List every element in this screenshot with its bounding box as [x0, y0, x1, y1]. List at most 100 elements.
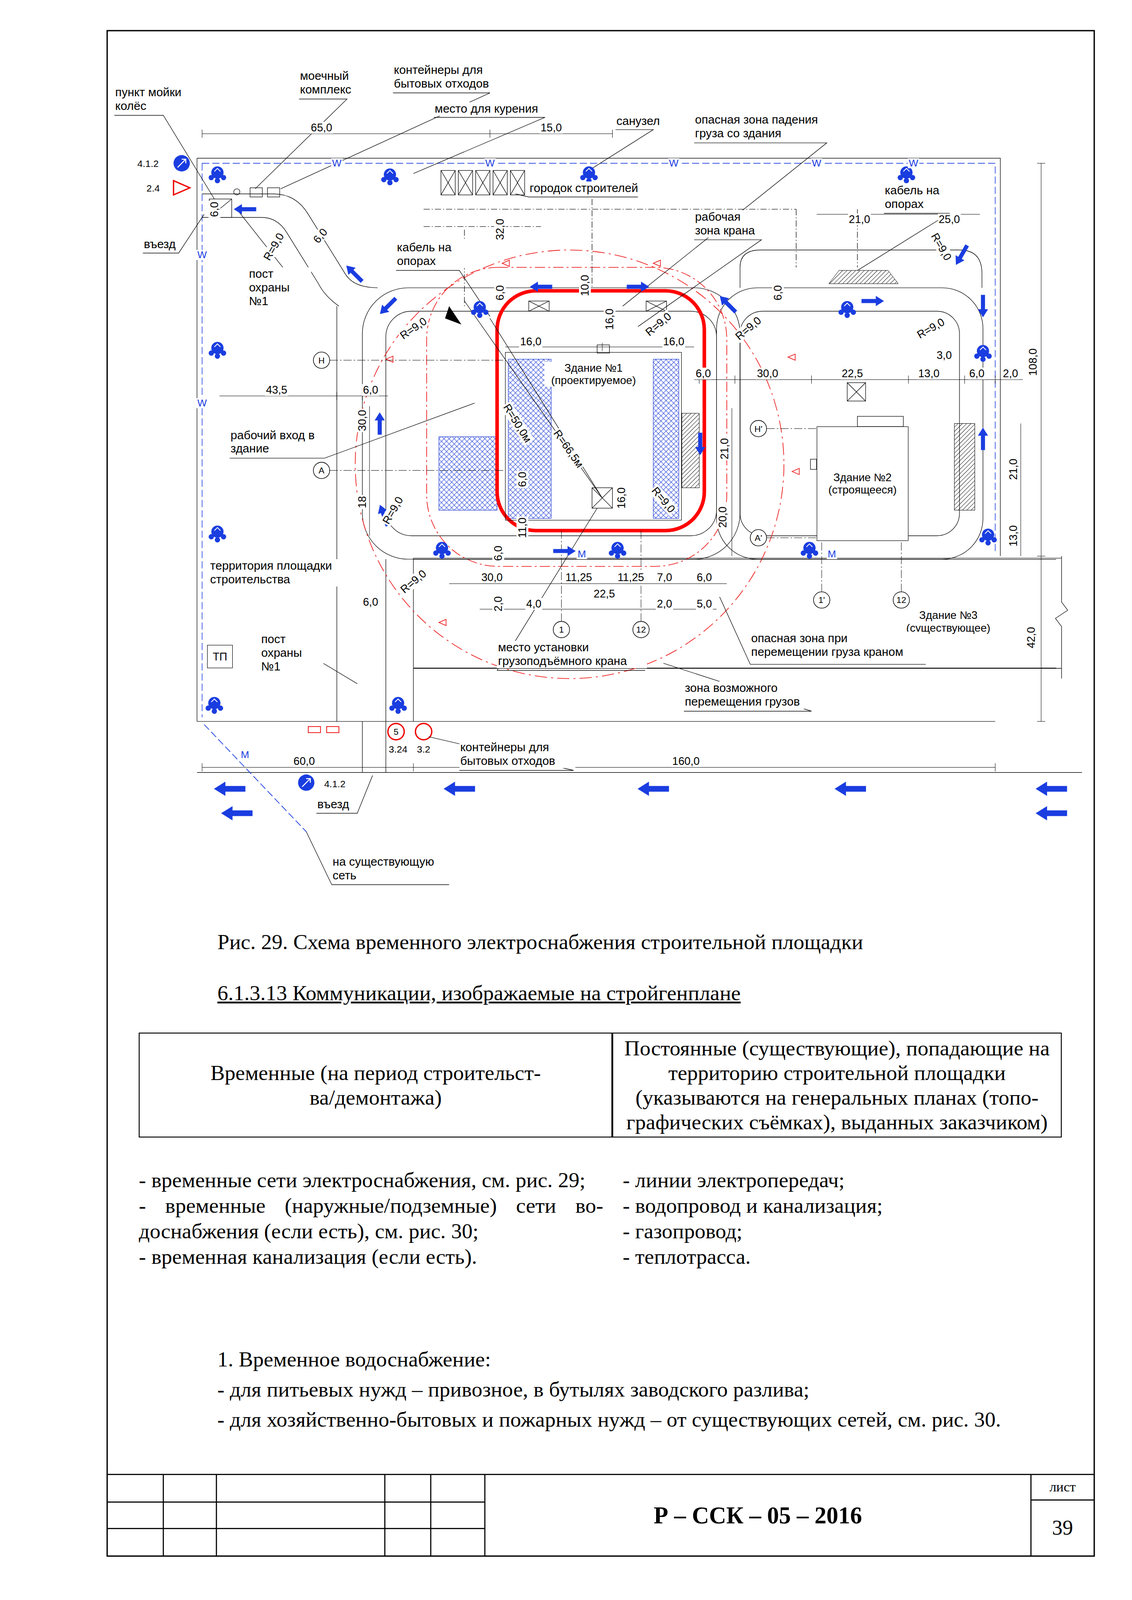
- body-text: - временная канализация (если есть).: [138, 1244, 604, 1270]
- dimension-label: 2,0: [1001, 367, 1019, 380]
- dimension-label: 6,0: [208, 200, 221, 218]
- body-text: - временные (наружные/подземные) сети во…: [138, 1193, 604, 1245]
- text-block: 1. Временное водоснабжение:- для питьевы…: [138, 1345, 1062, 1436]
- dimension-label: 6,0: [361, 596, 379, 609]
- callout-label: контейнеры для бытовых отходов: [392, 63, 510, 91]
- dimension-label: 22,5: [840, 367, 865, 380]
- hatched-areas: [653, 359, 679, 519]
- callout-leaders: [592, 129, 654, 169]
- sheet-number-cell: лист39: [1031, 1475, 1095, 1557]
- sign-code: 3.24: [388, 744, 408, 755]
- hatched-areas: [829, 270, 899, 284]
- temporary-roads: [202, 193, 983, 773]
- traffic-arrow: [529, 281, 553, 293]
- site-objects: [510, 170, 525, 196]
- dimension-lines: [202, 763, 996, 772]
- callout-label: пункт мойки колёс: [114, 85, 199, 114]
- callout-label: рабочая зона крана: [693, 210, 764, 238]
- grid-axes: [632, 621, 650, 638]
- dimension-label: 6,0: [516, 471, 529, 489]
- node-label: Временные (на период строительст- ва/дем…: [197, 1060, 554, 1111]
- site-boundary: [197, 158, 1001, 722]
- dimension-label: 11,25: [616, 571, 645, 584]
- dimension-label: R=9,0: [914, 315, 948, 342]
- floodlight-mast: [974, 344, 992, 362]
- site-objects: [592, 487, 613, 509]
- hatched-areas: [597, 344, 610, 354]
- callout-leaders: [260, 662, 358, 684]
- axis-marker: 12: [896, 595, 907, 605]
- grid-axes: [893, 592, 910, 609]
- callout-label: пост охраны №1: [260, 632, 324, 674]
- axis-marker: А: [318, 466, 325, 475]
- cable-marker-letter: W: [907, 158, 920, 169]
- grid-axes: [813, 592, 830, 609]
- temporary-roads: [740, 250, 982, 288]
- temporary-roads: [202, 217, 340, 307]
- floodlight-mast: [608, 542, 626, 559]
- title-block-code-cell: Р – ССК – 05 – 2016: [485, 1475, 1032, 1557]
- temporary-roads: [202, 193, 378, 288]
- temporary-roads: [716, 287, 983, 560]
- figure-caption: Рис. 29. Схема временного электроснабжен…: [217, 929, 1096, 955]
- temporary-roads: [386, 311, 717, 536]
- callout-leaders: [857, 213, 950, 271]
- site-objects: [646, 301, 667, 312]
- callout-leaders: [663, 663, 812, 712]
- dimension-label: 2,0: [656, 598, 673, 611]
- floodlight-mast: [838, 301, 856, 319]
- site-objects: [209, 170, 904, 734]
- dimension-label: 32,0: [494, 218, 507, 242]
- node-label: Здание №1 (проектируемое): [544, 361, 643, 387]
- sign-code: 4.1.2: [136, 158, 160, 168]
- dimension-label: R=9,0: [380, 493, 407, 527]
- traffic-arrow: [861, 296, 884, 307]
- cable-marker-letter: W: [667, 158, 680, 169]
- callout-label: контейнеры для бытовых отходов: [459, 740, 576, 769]
- text-block: Рис. 29. Схема временного электроснабжен…: [217, 929, 1096, 955]
- body-text: - теплотрасса.: [622, 1244, 1062, 1270]
- road-signs: [302, 778, 311, 788]
- dimension-label: 13,0: [917, 367, 941, 380]
- dimension-label: 30,0: [480, 571, 504, 584]
- node-label: 39: [1031, 1499, 1095, 1557]
- axis-marker: Н: [318, 355, 325, 365]
- dimension-label: R=9,0: [396, 314, 430, 343]
- floodlight-mast: [580, 166, 598, 184]
- cable-marker-letter: W: [331, 158, 343, 169]
- site-objects: [528, 301, 550, 312]
- cable-marker-letter: W: [810, 158, 823, 169]
- temporary-roads: [336, 306, 386, 773]
- dimension-label: R=9,0: [397, 567, 429, 597]
- callout-leaders: [236, 209, 307, 298]
- node-label: лист: [1031, 1475, 1095, 1500]
- dimension-label: 18: [356, 495, 369, 510]
- grid-axes: [387, 723, 405, 741]
- dimension-label: 21,0: [1007, 458, 1020, 482]
- sheet-frame: [107, 30, 1095, 1557]
- sign-code: 4.1.2: [323, 779, 346, 789]
- grid-axes: [750, 529, 767, 547]
- grid-axes: [415, 723, 433, 741]
- callout-label: въезд: [316, 798, 351, 812]
- body-text: 1. Временное водоснабжение:: [138, 1345, 1062, 1374]
- axis-marker: 1: [558, 625, 564, 635]
- traffic-arrow: [716, 292, 740, 316]
- dimension-label: 10,0: [579, 274, 591, 298]
- site-objects: [267, 187, 280, 198]
- dimension-label: 30,0: [756, 367, 780, 380]
- callout-leaders: [280, 93, 491, 189]
- dimension-label: 15,0: [539, 121, 564, 134]
- traffic-arrow: [637, 782, 669, 797]
- callout-label: опасная зона при перемещении груза крано…: [750, 631, 928, 660]
- node-label: Р – ССК – 05 – 2016: [653, 1502, 863, 1530]
- body-text: - временные сети электроснабжения, см. р…: [138, 1167, 604, 1194]
- road-signs: [297, 774, 315, 792]
- dimension-label: 16,0: [615, 486, 628, 510]
- dimension-label: 2,0: [492, 595, 505, 613]
- text-block: - линии электропередач;- водопровод и ка…: [622, 1167, 1062, 1270]
- traffic-arrow: [977, 427, 988, 450]
